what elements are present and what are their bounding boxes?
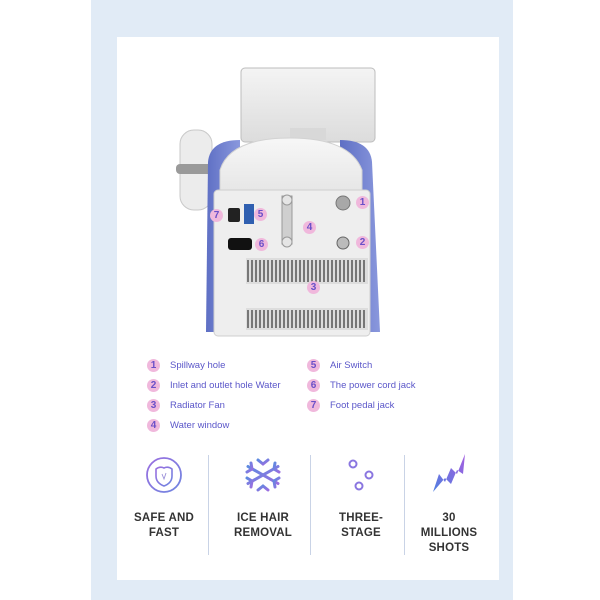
- divider: [310, 455, 311, 555]
- feature-label-line: 30: [442, 512, 456, 524]
- callout-badge-4: 4: [303, 221, 316, 234]
- feature-label-line: STAGE: [341, 527, 381, 539]
- legend-item: 7 Foot pedal jack: [307, 398, 394, 412]
- legend-item: 6 The power cord jack: [307, 378, 416, 392]
- feature-label-line: SHOTS: [428, 542, 470, 554]
- legend-label: Spillway hole: [170, 359, 226, 371]
- callout-badge-3: 3: [307, 281, 320, 294]
- feature-ice-hair-removal: ICE HAIR REMOVAL: [218, 450, 308, 541]
- callout-badge-6: 6: [255, 238, 268, 251]
- legend-item: 4 Water window: [147, 418, 229, 432]
- snowflake-icon: [245, 456, 281, 494]
- legend-item: 3 Radiator Fan: [147, 398, 225, 412]
- legend-label: Water window: [170, 419, 230, 431]
- feature-label-line: ICE HAIR: [236, 512, 290, 524]
- feature-label-line: SAFE AND: [134, 512, 194, 524]
- callout-badge-5: 5: [254, 208, 267, 221]
- legend-label: The power cord jack: [330, 379, 416, 391]
- legend-item: 1 Spillway hole: [147, 358, 225, 372]
- legend-badge: 6: [307, 378, 320, 392]
- feature-label-line: THREE-: [338, 512, 383, 524]
- shield-check-icon: [146, 457, 182, 493]
- legend-badge: 4: [147, 418, 160, 432]
- feature-safe-fast: SAFE AND FAST: [119, 450, 209, 541]
- legend-badge: 3: [147, 398, 160, 412]
- callout-badge-1: 1: [356, 196, 369, 209]
- legend-badge: 1: [147, 358, 160, 372]
- legend-badge: 2: [147, 378, 160, 392]
- feature-30-million-shots: 30 MILLIONS SHOTS: [404, 450, 494, 556]
- legend-label: Air Switch: [330, 359, 373, 371]
- legend-label: Foot pedal jack: [330, 399, 395, 411]
- callout-badge-2: 2: [356, 236, 369, 249]
- legend-label: Radiator Fan: [170, 399, 225, 411]
- machine-rear-view: 1 2 3 4 5 6 7: [170, 62, 410, 342]
- legend-item: 5 Air Switch: [307, 358, 372, 372]
- feature-label-line: MILLIONS: [420, 527, 478, 539]
- feature-three-stage: THREE- STAGE: [316, 450, 406, 541]
- lightning-icon: [433, 454, 465, 492]
- feature-label-line: FAST: [148, 527, 180, 539]
- legend-badge: 7: [307, 398, 320, 412]
- callout-badge-7: 7: [210, 209, 223, 222]
- feature-strip: SAFE AND FAST ICE HAIR REMOVAL: [117, 450, 499, 560]
- legend-badge: 5: [307, 358, 320, 372]
- divider: [404, 455, 405, 555]
- sliders-icon: [343, 459, 379, 491]
- feature-label-line: REMOVAL: [233, 527, 293, 539]
- legend-label: Inlet and outlet hole Water: [170, 379, 281, 391]
- divider: [208, 455, 209, 555]
- legend-item: 2 Inlet and outlet hole Water: [147, 378, 281, 392]
